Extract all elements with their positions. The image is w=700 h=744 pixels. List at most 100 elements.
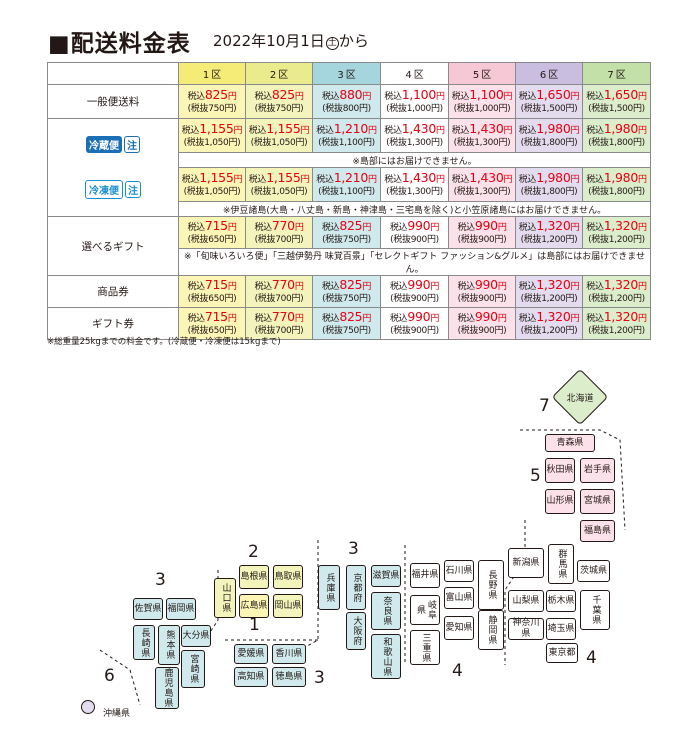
tax-ex-amount: 1,050: [204, 137, 229, 148]
yen-unit: 円: [436, 91, 445, 102]
yen-unit: 円: [638, 174, 647, 185]
price-tax-ex: (税抜1,300円): [381, 186, 448, 198]
price-cell-zone-4: 税込990円(税抜900円): [380, 307, 449, 340]
tax-in-amount: 825: [339, 217, 363, 233]
price-tax-ex: (税抜1,800円): [516, 186, 582, 198]
tax-ex-suffix: 円): [565, 325, 578, 336]
zone-number: 3: [337, 70, 344, 81]
price-tax-ex: (税抜700円): [246, 234, 312, 246]
yen-unit: 円: [638, 91, 647, 102]
tax-ex-amount: 650: [208, 234, 225, 245]
tax-ex-suffix: 円): [632, 103, 645, 114]
tax-ex-prefix: (税抜: [588, 137, 609, 148]
price-cell-zone-1: 税込715円(税抜650円): [178, 275, 246, 308]
tax-ex-prefix: (税抜: [390, 293, 411, 304]
tax-in-amount: 990: [474, 308, 498, 324]
tax-in-amount: 1,980: [536, 120, 571, 136]
price-tax-ex: (税抜1,300円): [449, 186, 515, 198]
yen-unit: 円: [570, 222, 580, 233]
tax-in-amount: 1,650: [536, 86, 571, 102]
pref-kagoshima: 鹿児島県: [155, 667, 179, 709]
pref-niigata: 新潟県: [508, 548, 544, 578]
tax-ex-prefix: (税抜: [322, 325, 343, 336]
yen-unit: 円: [503, 91, 513, 102]
tax-ex-prefix: (税抜: [457, 234, 479, 245]
zone-number: 2: [269, 70, 277, 81]
yen-unit: 円: [362, 91, 372, 102]
tax-ex-suffix: 円): [426, 293, 439, 304]
price-tax-in: 税込1,320円: [583, 278, 650, 293]
tax-ex-amount: 1,200: [541, 325, 566, 336]
tax-ex-prefix: (税抜: [187, 234, 209, 245]
price-cell-zone-2: 税込1,155円(税抜1,050円): [245, 118, 313, 153]
boundary-okinawa: [99, 649, 141, 706]
price-tax-ex: (税抜750円): [313, 325, 380, 337]
tax-ex-suffix: 円): [291, 234, 304, 245]
pref-miyagi: 宮城県: [580, 489, 615, 514]
pref-gifu: 岐阜県: [410, 595, 440, 625]
gift-note: ※「旬味いろいろ便」「三越伊勢丹 味覚百景」「セレクトギフト ファッション&グル…: [178, 248, 651, 276]
zone-label-3-kyushu: 3: [155, 570, 166, 590]
tax-in-prefix: 税込: [181, 125, 200, 136]
tax-in-amount: 1,430: [401, 169, 437, 185]
row-label-giftcard: ギフト券: [47, 307, 179, 340]
tax-in-prefix: 税込: [384, 174, 402, 185]
price-tax-in: 税込1,155円: [179, 122, 245, 137]
price-tax-ex: (税抜1,800円): [583, 186, 650, 198]
tax-in-prefix: 税込: [451, 174, 470, 185]
tax-ex-prefix: (税抜: [250, 186, 272, 197]
tax-in-prefix: 税込: [389, 313, 408, 324]
price-cell-zone-5: 税込1,430円(税抜1,300円): [448, 118, 516, 153]
zone-number: 4: [405, 70, 412, 81]
price-tax-in: 税込1,210円: [313, 122, 380, 137]
yen-unit: 円: [638, 222, 647, 233]
day-of-week-circle: 土: [325, 37, 339, 50]
yen-unit: 円: [294, 313, 304, 324]
price-cell-zone-6: 税込1,320円(税抜1,200円): [515, 216, 583, 249]
tax-in-prefix: 税込: [518, 91, 537, 102]
chilled-badge: 冷蔵便注: [86, 136, 140, 153]
tax-ex-amount: 1,800: [608, 186, 634, 197]
price-tax-in: 税込825円: [313, 217, 380, 234]
zone-label-6: 6: [104, 666, 115, 686]
tax-ex-suffix: 円): [426, 234, 439, 245]
price-tax-in: 税込715円: [179, 219, 245, 234]
pref-hiroshima: 広島県: [239, 594, 269, 618]
tax-ex-prefix: (税抜: [520, 186, 542, 197]
price-tax-in: 税込1,210円: [313, 171, 380, 186]
tax-ex-amount: 650: [208, 293, 225, 304]
tax-in-prefix: 税込: [518, 281, 537, 292]
tax-ex-amount: 1,100: [338, 137, 364, 148]
price-tax-ex: (税抜1,200円): [583, 325, 650, 337]
tax-ex-suffix: 円): [565, 137, 578, 148]
tax-ex-suffix: 円): [358, 325, 371, 336]
price-tax-in: 税込1,320円: [516, 278, 582, 293]
tax-ex-amount: 900: [478, 325, 495, 336]
yen-unit: 円: [570, 174, 580, 185]
price-cell-zone-6: 税込1,650円(税抜1,500円): [515, 84, 583, 119]
pref-ehime: 愛媛県: [234, 644, 268, 664]
tax-ex-suffix: 円): [295, 137, 308, 148]
tax-in-prefix: 税込: [457, 281, 475, 292]
price-tax-in: 税込770円: [246, 310, 312, 325]
tax-ex-prefix: (税抜: [588, 293, 609, 304]
price-cell-zone-2: 税込770円(税抜700円): [245, 307, 313, 340]
price-cell-zone-3: 税込825円(税抜750円): [312, 307, 381, 340]
tax-in-prefix: 税込: [181, 174, 200, 185]
price-cell-zone-1: 税込825円(税抜750円): [178, 84, 246, 119]
price-tax-ex: (税抜900円): [381, 234, 448, 246]
note-mark: 注: [124, 136, 140, 153]
pref-oita: 大分県: [181, 625, 211, 647]
price-tax-ex: (税抜1,800円): [516, 137, 582, 149]
yen-unit: 円: [638, 313, 647, 324]
price-tax-in: 税込1,320円: [516, 219, 582, 234]
boundary-chugoku-kyushu: [204, 570, 219, 641]
price-cell-zone-2: 税込825円(税抜750円): [245, 84, 313, 119]
tax-in-prefix: 税込: [248, 125, 267, 136]
price-tax-ex: (税抜650円): [179, 325, 245, 337]
tax-ex-prefix: (税抜: [453, 186, 475, 197]
pref-shizuoka: 静岡県: [478, 610, 504, 650]
